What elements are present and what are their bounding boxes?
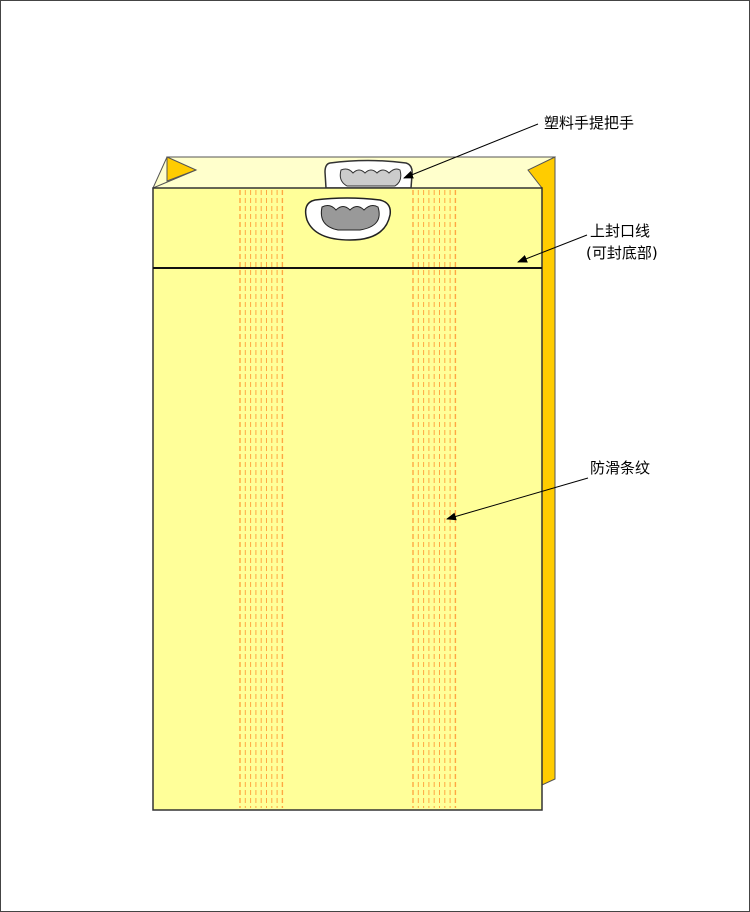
anti-slip-label: 防滑条纹 xyxy=(590,459,650,477)
handle-arrow xyxy=(403,123,539,179)
anti-slip-arrow xyxy=(446,477,589,521)
seal-label-line2: (可封底部) xyxy=(586,244,658,262)
seal-arrow xyxy=(517,234,588,263)
back-handle xyxy=(324,159,413,189)
left-fold-edge xyxy=(152,169,197,189)
anti-slip-stripes xyxy=(239,190,457,808)
left-fold xyxy=(166,156,198,182)
front-panel xyxy=(152,187,543,811)
seal-label-line1: 上封口线 xyxy=(590,222,650,240)
front-handle xyxy=(304,197,392,241)
handle-label: 塑料手提把手 xyxy=(544,114,634,132)
